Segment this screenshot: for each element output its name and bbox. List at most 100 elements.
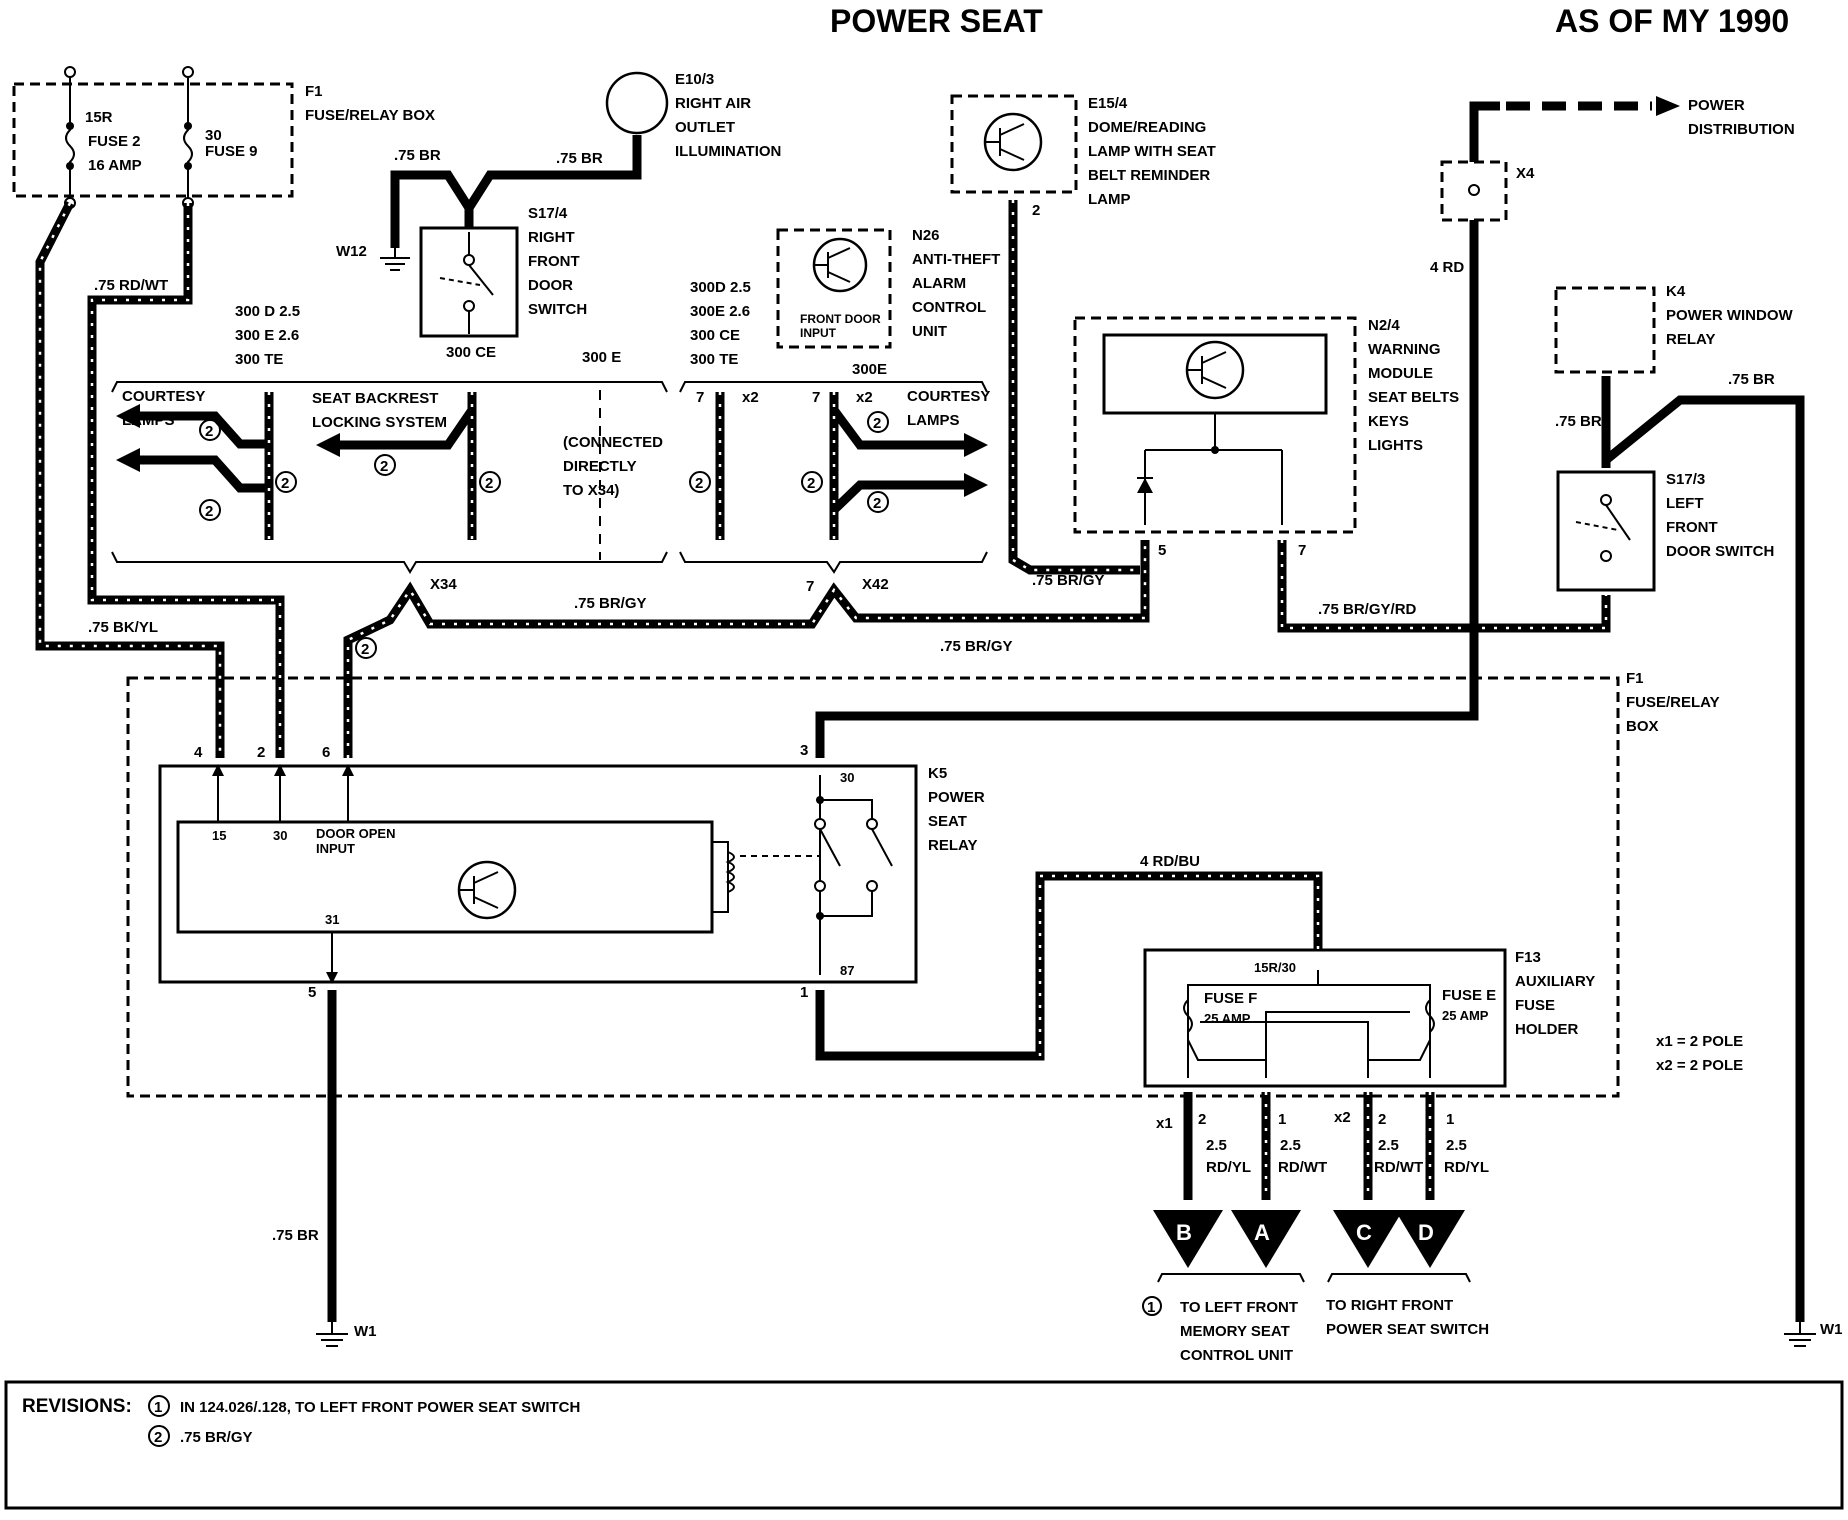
- n2-4-id: N2/4: [1368, 317, 1400, 334]
- left-model-bracket: 300 D 2.5 300 E 2.6 300 TE 300 CE 300 E …: [111, 303, 668, 574]
- left-model-1: 300 D 2.5: [235, 303, 300, 320]
- terminal-markers: B A C D: [1153, 1210, 1465, 1268]
- fuse2-label: FUSE 2: [88, 133, 141, 150]
- fuse-f-label: FUSE F: [1204, 990, 1257, 1007]
- n2-4-line2: MODULE: [1368, 365, 1433, 382]
- arrow-power-distribution: [1656, 96, 1680, 116]
- k5-conn-pin6: 6: [322, 744, 330, 761]
- circled-2-markers: 2 2 2 2 2 2 2 2 2 2: [199, 411, 889, 659]
- ground-w12: W12: [336, 243, 410, 271]
- revisions-label: REVISIONS:: [22, 1396, 132, 1417]
- ground-w1-right: W1: [1784, 1321, 1843, 1347]
- out-pin-1a: 1: [1278, 1111, 1286, 1128]
- n26-line2: ALARM: [912, 275, 966, 292]
- circ-2-i: 2: [873, 495, 881, 512]
- rev-circ-1: 1: [154, 1399, 162, 1416]
- e10-3-air-outlet-illumination: E10/3 RIGHT AIR OUTLET ILLUMINATION: [605, 71, 781, 160]
- s17-3-line3: DOOR SWITCH: [1666, 543, 1774, 560]
- right-model-4: 300 TE: [690, 351, 738, 368]
- s17-4-right-front-door-switch: S17/4 RIGHT FRONT DOOR SWITCH: [419, 205, 587, 338]
- pole-note-1: x1 = 2 POLE: [1656, 1033, 1743, 1050]
- s17-4-model: 300 CE: [446, 344, 496, 361]
- k5-conn-pin1: 1: [800, 984, 808, 1001]
- f1-main-line1: FUSE/RELAY: [1626, 694, 1720, 711]
- s17-3-line2: FRONT: [1666, 519, 1718, 536]
- terminal-d: D: [1418, 1220, 1434, 1245]
- out-a-color: RD/WT: [1278, 1159, 1327, 1176]
- circ-2-h: 2: [873, 415, 881, 432]
- x42-pin7: 7: [806, 578, 814, 595]
- k5-pin31: 31: [325, 912, 339, 927]
- out-d-color: RD/YL: [1444, 1159, 1489, 1176]
- r300e-model: 300E: [852, 361, 887, 378]
- k5-line3: RELAY: [928, 837, 977, 854]
- s17-4-line1: RIGHT: [528, 229, 575, 246]
- courtesy-right-line1: COURTESY: [907, 388, 990, 405]
- s17-3-left-front-door-switch: S17/3 LEFT FRONT DOOR SWITCH: [1556, 470, 1774, 592]
- circ-2-b: 2: [281, 475, 289, 492]
- rev-circ-2: 2: [154, 1429, 162, 1446]
- k5-pin15: 15: [212, 828, 226, 843]
- k5-id: K5: [928, 765, 947, 782]
- out-pin-1b: 1: [1446, 1111, 1454, 1128]
- wire-label-rdwt: .75 RD/WT: [94, 277, 168, 294]
- n26-line4: UNIT: [912, 323, 947, 340]
- left-model-3: 300 TE: [235, 351, 283, 368]
- n2-4-pin7: 7: [1298, 542, 1306, 559]
- wire-label-75br-a: .75 BR: [394, 147, 441, 164]
- fuse-f-amp: 25 AMP: [1204, 1011, 1251, 1026]
- n26-line1: ANTI-THEFT: [912, 251, 1000, 268]
- f1-main-fuse-relay-box: [126, 676, 1620, 1098]
- right-model-bracket: 300D 2.5 300E 2.6 300 CE 300 TE 300E COU…: [679, 279, 990, 574]
- s17-4-line4: SWITCH: [528, 301, 587, 318]
- wire-n2-4-to-s17-3: [1277, 540, 1611, 633]
- out-pin-2b: 2: [1378, 1111, 1386, 1128]
- s17-3-id: S17/3: [1666, 471, 1705, 488]
- pin7-b: 7: [812, 389, 820, 406]
- e10-3-id: E10/3: [675, 71, 714, 88]
- s17-4-line2: FRONT: [528, 253, 580, 270]
- arrow-courtesy-right-2: [964, 473, 988, 497]
- n26-id: N26: [912, 227, 940, 244]
- n2-4-pin5: 5: [1158, 542, 1166, 559]
- fuse2-terminal: 15R: [85, 109, 113, 126]
- courtesy-left-line1: COURTESY: [122, 388, 205, 405]
- e10-3-line2: OUTLET: [675, 119, 735, 136]
- out-pin-2a: 2: [1198, 1111, 1206, 1128]
- revisions-block: REVISIONS: 1 IN 124.026/.128, TO LEFT FR…: [4, 1380, 1844, 1510]
- k5-conn-pin5: 5: [308, 984, 316, 1001]
- out-b-color: RD/YL: [1206, 1159, 1251, 1176]
- w12-label: W12: [336, 243, 367, 260]
- f1-top-name: FUSE/RELAY BOX: [305, 107, 435, 124]
- n26-anti-theft-alarm-unit: FRONT DOOR INPUT N26 ANTI-THEFT ALARM CO…: [776, 227, 1000, 349]
- ground-w1-left: W1: [316, 1322, 377, 1347]
- s17-4-line3: DOOR: [528, 277, 573, 294]
- wire-fuse2-to-k5-pin4: [35, 200, 225, 758]
- fuse9-label: FUSE 9: [205, 143, 258, 160]
- fuse9-terminal: 30: [205, 127, 222, 144]
- out-c-gauge: 2.5: [1378, 1137, 1399, 1154]
- x2-b: x2: [856, 389, 873, 406]
- f13-top-terminal: 15R/30: [1254, 960, 1296, 975]
- n2-4-warning-module: N2/4 WARNING MODULE SEAT BELTS KEYS LIGH…: [1073, 316, 1459, 559]
- k5-conn-pin2: 2: [257, 744, 265, 761]
- fuse-e-label: FUSE E: [1442, 987, 1496, 1004]
- right-model-3: 300 CE: [690, 327, 740, 344]
- as-of-label: AS OF MY 1990: [1555, 3, 1789, 39]
- f13-line2: FUSE: [1515, 997, 1555, 1014]
- s17-3-line1: LEFT: [1666, 495, 1704, 512]
- wire-label-k4-br2: .75 BR: [1728, 371, 1775, 388]
- k5-door-open-2: INPUT: [316, 841, 355, 856]
- terminal-c-marker: [1333, 1210, 1403, 1268]
- x2-out-label: x2: [1334, 1109, 1351, 1126]
- k4-line1: POWER WINDOW: [1666, 307, 1793, 324]
- circ-2-c: 2: [205, 503, 213, 520]
- wire-x4-to-k5-pin3: [815, 220, 1479, 758]
- out-b-gauge: 2.5: [1206, 1137, 1227, 1154]
- k5-pin30: 30: [273, 828, 287, 843]
- w1-left-label: W1: [354, 1323, 377, 1340]
- terminal-a: A: [1254, 1220, 1270, 1245]
- n26-inner-line2: INPUT: [800, 326, 837, 340]
- e15-4-id: E15/4: [1088, 95, 1128, 112]
